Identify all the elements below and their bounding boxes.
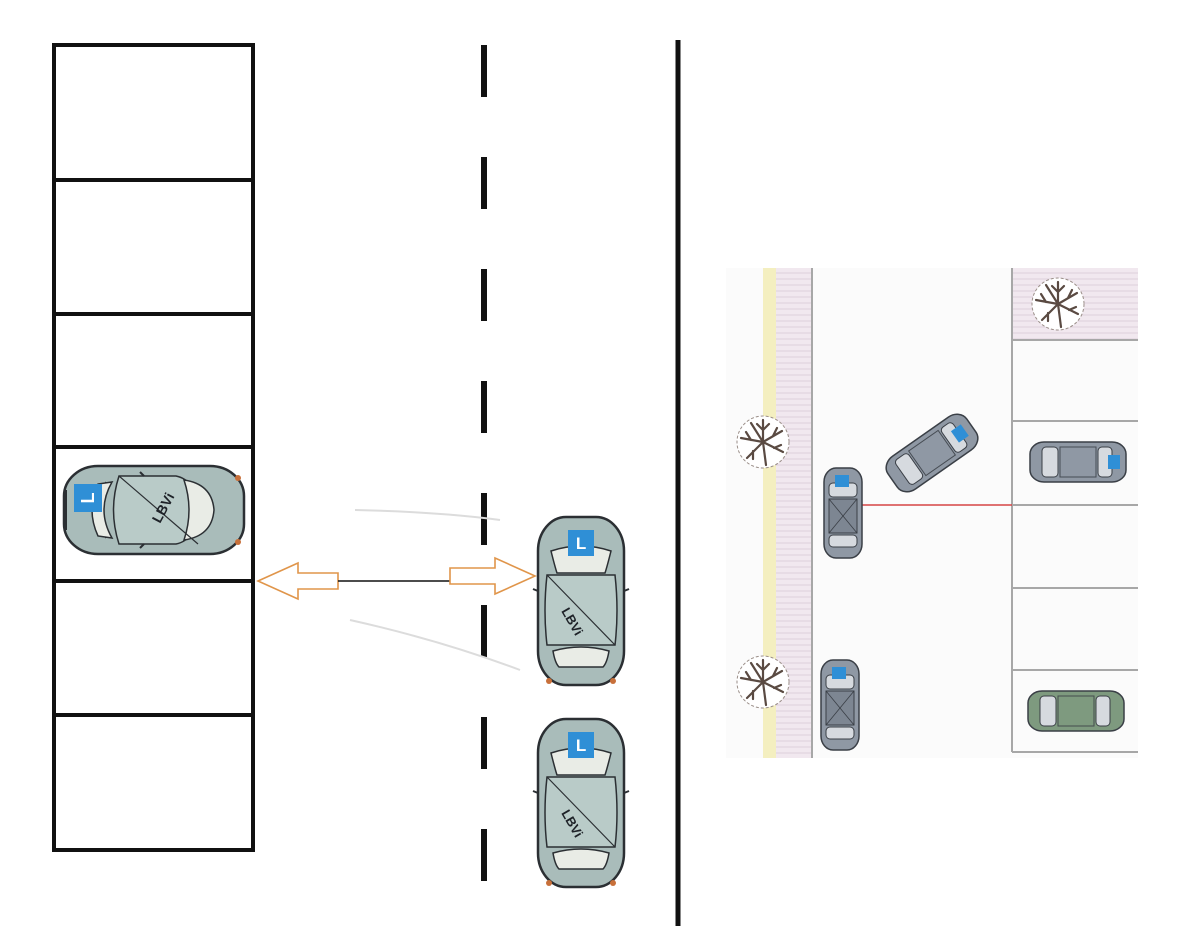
- learner-badge-icon: L: [568, 732, 594, 758]
- parked-car-icon: [1027, 690, 1125, 732]
- street-illustration: [726, 268, 1138, 758]
- tree-icon: [735, 414, 791, 470]
- parked-car-icon: [820, 659, 860, 751]
- parked-car-icon: [823, 467, 863, 559]
- parked-car-icon: [1029, 441, 1127, 483]
- tree-icon: [735, 654, 791, 710]
- learner-badge-label: L: [78, 493, 98, 504]
- learner-car-2: L LBVi: [531, 717, 631, 889]
- learner-badge-label: L: [576, 534, 586, 553]
- parking-bays-left: [52, 43, 255, 852]
- maneuvering-car-icon: [880, 408, 984, 498]
- learner-badge-icon: L: [74, 484, 102, 512]
- double-arrow-icon: [256, 556, 537, 601]
- tree-icon: [1030, 276, 1086, 332]
- learner-badge-icon: L: [568, 530, 594, 556]
- learner-badge-label: L: [576, 736, 586, 755]
- parking-bays-right: [1012, 339, 1138, 753]
- swept-path-marks: [349, 509, 521, 671]
- learner-car-parked: L LBVi: [62, 464, 246, 556]
- learner-car-1: L LBVi: [531, 515, 631, 687]
